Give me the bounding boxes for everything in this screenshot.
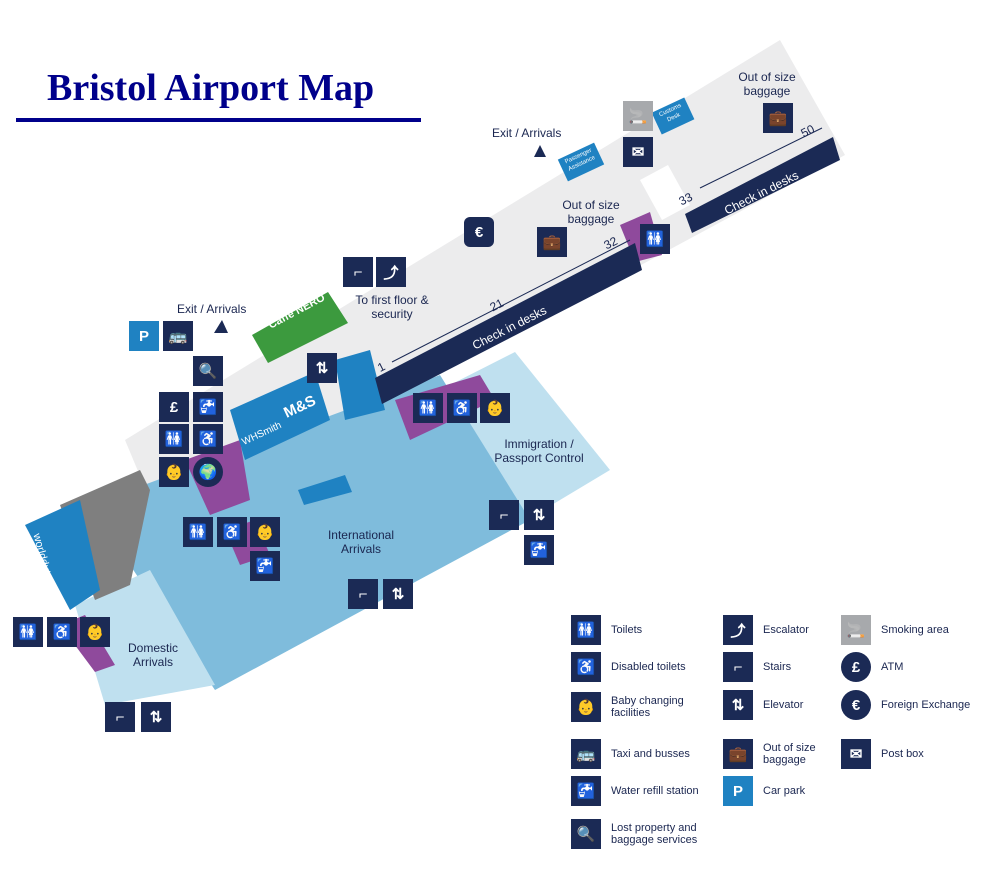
car-park-icon: P [129,321,159,351]
desk-line [699,127,823,189]
foreign-exchange-icon: € [841,690,871,720]
water-refill-icon: 🚰 [193,392,223,422]
disabled-toilets-icon: ♿ [217,517,247,547]
legend-label: Lost property and baggage services [611,822,698,846]
disabled-toilets-icon: ♿ [447,393,477,423]
oversize-mid-label: Out of size baggage [562,198,620,226]
legend-label: Taxi and busses [611,748,690,760]
blue-block [298,475,352,505]
baby-changing-icon: 👶 [571,692,601,722]
legend-label: Post box [881,748,924,760]
international-arrivals-area [90,375,530,690]
legend-label: Disabled toilets [611,661,686,673]
stairs-icon: ⌐ [343,257,373,287]
smoking-area-icon: 🚬 [623,101,653,131]
baby-changing-icon: 👶 [480,393,510,423]
legend-label: Elevator [763,699,804,711]
oversize-baggage-icon: 💼 [537,227,567,257]
toilets-icon: 🚻 [159,424,189,454]
check-in-desks-upper [685,137,840,233]
taxi-bus-icon: 🚌 [571,739,601,769]
baby-changing-icon: 👶 [80,617,110,647]
oversize-top-label: Out of size baggage [738,70,796,98]
toilets-icon: 🚻 [183,517,213,547]
elevator-icon: ⇅ [723,690,753,720]
toilet-block-purple [395,375,495,440]
legend-label: Baby changing facilities [611,695,684,719]
foreign-exchange-icon: € [464,217,494,247]
legend-label: Smoking area [881,624,949,636]
toilets-icon: 🚻 [413,393,443,423]
world-duty-free-store [25,500,100,610]
post-box-icon: ✉ [841,739,871,769]
car-park-icon: P [723,776,753,806]
immigration-label: Immigration / Passport Control [494,437,584,465]
legend-label: Foreign Exchange [881,699,971,711]
atm-icon: £ [159,392,189,422]
globe-icon: 🌍 [193,457,223,487]
stairs-icon: ⌐ [723,652,753,682]
lost-property-icon: 🔍 [193,356,223,386]
exit-arrivals-left-label: Exit / Arrivals [177,302,247,316]
legend-label: Escalator [763,624,809,636]
whsmith-store [230,372,330,460]
elevator-icon: ⇅ [524,500,554,530]
domestic-arrivals-label: Domestic Arrivals [127,641,178,669]
elevator-icon: ⇅ [307,353,337,383]
page-title: Bristol Airport Map [47,67,375,109]
toilets-icon: 🚻 [640,224,670,254]
elevator-icon: ⇅ [141,702,171,732]
title-underline [16,118,421,122]
baby-changing-icon: 👶 [159,457,189,487]
stairs-icon: ⌐ [348,579,378,609]
baby-changing-icon: 👶 [250,517,280,547]
water-refill-icon: 🚰 [524,535,554,565]
smoking-area-icon: 🚬 [841,615,871,645]
caffe-nero-store [252,292,348,363]
legend-label: Toilets [611,624,643,636]
disabled-toilets-icon: ♿ [193,424,223,454]
water-refill-icon: 🚰 [250,551,280,581]
disabled-toilets-icon: ♿ [47,617,77,647]
atm-icon: £ [841,652,871,682]
water-refill-icon: 🚰 [571,776,601,806]
disabled-toilets-icon: ♿ [571,652,601,682]
legend-label: Car park [763,785,806,797]
toilets-icon: 🚻 [13,617,43,647]
post-box-icon: ✉ [623,137,653,167]
oversize-baggage-icon: 💼 [763,103,793,133]
elevator-icon: ⇅ [383,579,413,609]
exit-arrow [534,145,546,157]
legend-label: Stairs [763,661,792,673]
escalator-icon: ⤴ [723,615,753,645]
first-floor-label: To first floor & security [355,293,429,321]
blue-corridor [335,350,385,420]
lost-property-icon: 🔍 [571,819,601,849]
stairs-icon: ⌐ [489,500,519,530]
arrivals-route-strip [60,470,150,600]
domestic-arrivals-area [75,570,215,705]
international-arrivals-label: International Arrivals [327,528,395,556]
legend-label: Out of size baggage [763,742,816,766]
toilets-icon: 🚻 [571,615,601,645]
concourse-notch [640,165,690,220]
legend-label: Water refill station [611,785,699,797]
taxi-bus-icon: 🚌 [163,321,193,351]
legend-label: ATM [881,661,904,673]
exit-arrow [214,320,228,333]
escalator-icon: ⤴ [376,257,406,287]
desk-line [391,239,631,363]
stairs-icon: ⌐ [105,702,135,732]
check-in-desks-main [375,243,642,404]
exit-arrivals-top-label: Exit / Arrivals [492,126,562,140]
oversize-baggage-icon: 💼 [723,739,753,769]
